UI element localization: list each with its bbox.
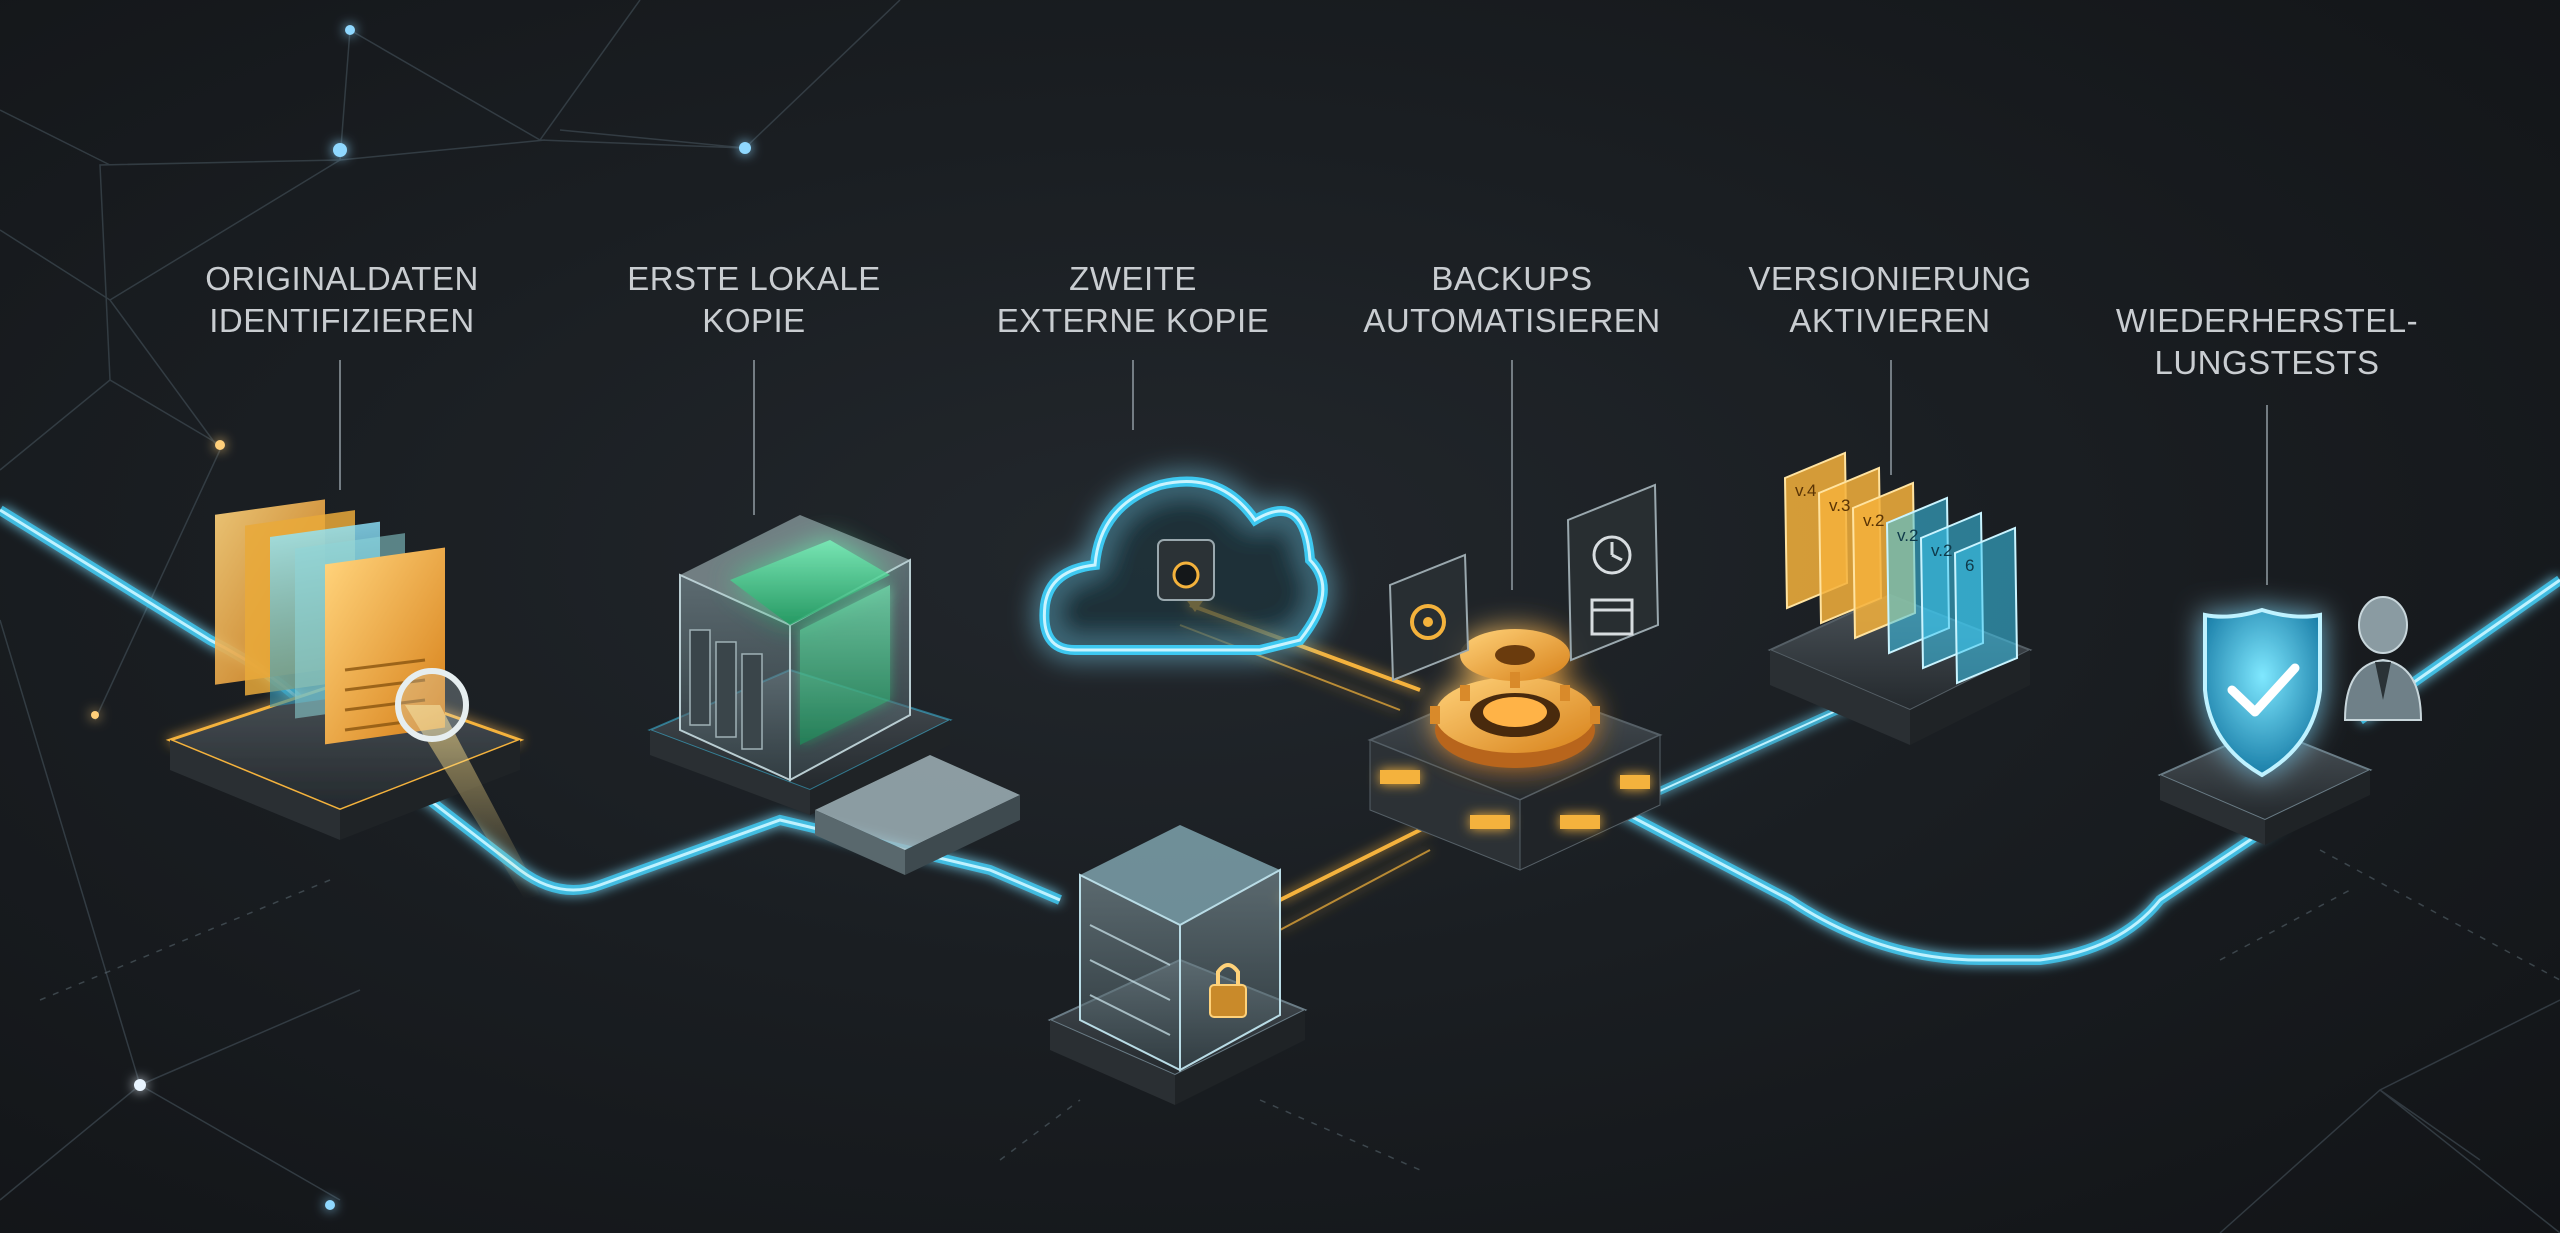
leader-lines	[339, 360, 2268, 590]
gear-settings-panel	[1388, 553, 1470, 682]
step-label-externe-kopie: ZWEITE EXTERNE KOPIE	[996, 260, 1270, 339]
step-label-versionierung: VERSIONIERUNG AKTIVIEREN	[1748, 260, 2032, 339]
cloud-connector	[1157, 539, 1215, 601]
pipeline-right	[1597, 795, 2283, 965]
step-label-automatisieren: BACKUPS AUTOMATISIEREN	[1363, 260, 1661, 339]
floor-guides	[39, 849, 2560, 1171]
version-tag: v.3	[1829, 496, 1850, 515]
clock-calendar-panel	[1566, 483, 1660, 662]
step-label-originaldaten: ORIGINALDATEN IDENTIFIZIEREN	[205, 260, 479, 339]
network-nodes	[91, 25, 751, 1210]
version-tag: v.2	[1863, 511, 1884, 530]
version-tag: 6	[1965, 556, 1974, 575]
step-label-lokale-kopie: ERSTE LOKALE KOPIE	[627, 260, 881, 339]
version-tag: v.2	[1897, 526, 1918, 545]
gear-icon	[1367, 629, 1663, 871]
version-file: 6	[1953, 526, 2019, 685]
shield-check-icon	[2157, 607, 2373, 845]
version-tag: v.2	[1931, 541, 1952, 560]
step-label-wiederherstellungstests: WIEDERHERSTEL- LUNGSTESTS	[2115, 302, 2419, 381]
versioned-files-icon	[1767, 593, 2033, 745]
version-file-stack: v.4 v.3 v.2 v.2 v.2 6	[1783, 451, 2019, 685]
nas-server-icon	[647, 515, 1020, 875]
version-tag: v.4	[1795, 481, 1816, 500]
document-magnifier-icon	[165, 499, 540, 900]
locked-server-icon	[1047, 825, 1308, 1105]
user-avatar-icon	[2343, 596, 2423, 721]
